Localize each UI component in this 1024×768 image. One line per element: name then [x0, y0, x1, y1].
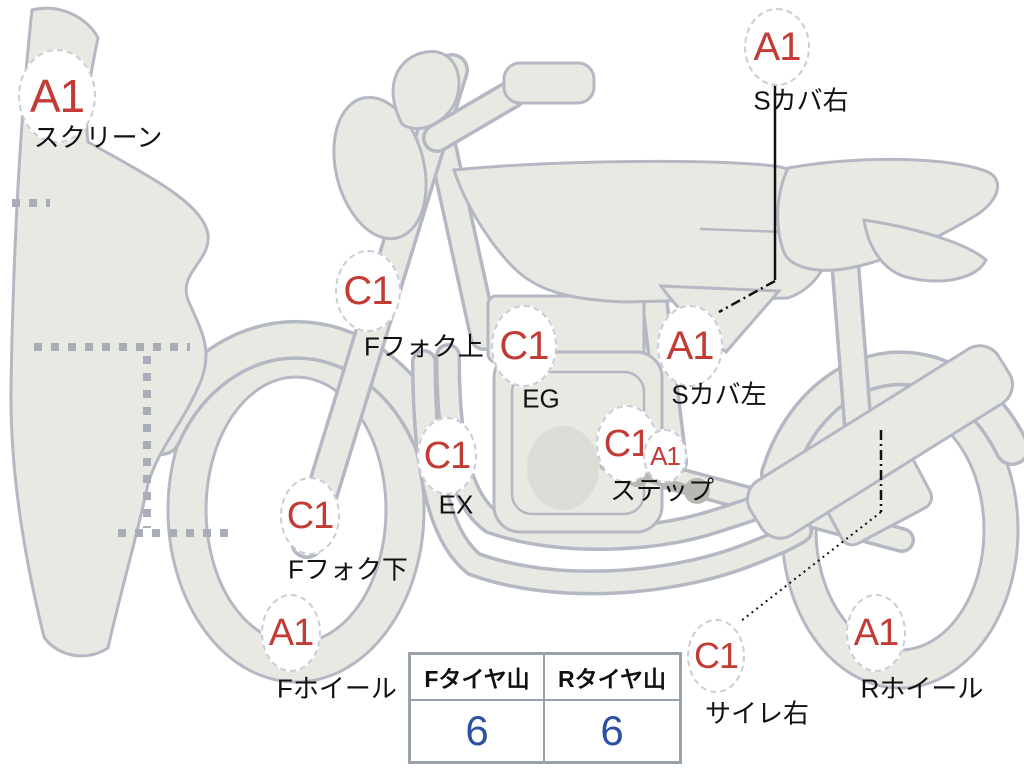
- part-label-ffork-upper: Fフォク上: [364, 331, 484, 362]
- part-label-silencer-right: サイレ右: [704, 698, 810, 729]
- condition-badge-engine: C1: [491, 305, 557, 387]
- condition-badge-rwheel: A1: [846, 594, 906, 672]
- silencer: [746, 344, 1014, 540]
- rear-tire-tread-value: 6: [600, 707, 624, 754]
- tail-cowl: [862, 218, 988, 283]
- part-label-engine: EG: [522, 383, 560, 414]
- footpeg: [684, 478, 710, 504]
- handlebar-grip: [502, 61, 596, 105]
- part-label-scover-right: Sカバ右: [753, 85, 849, 116]
- condition-code: C1: [423, 435, 472, 477]
- condition-badge-scover-left: A1: [657, 305, 723, 387]
- part-label-screen: スクリーン: [33, 122, 163, 153]
- rear-tire-tread-header: Rタイヤ山: [545, 655, 679, 701]
- part-label-ffork-lower: Fフォク下: [288, 554, 408, 585]
- condition-badge-fwheel: A1: [261, 594, 321, 672]
- condition-code: C1: [693, 635, 739, 676]
- condition-code: A1: [753, 25, 802, 69]
- condition-code: A1: [29, 70, 85, 122]
- windscreen: [9, 6, 210, 658]
- part-label-step: ステップ: [609, 475, 715, 506]
- crankcase-cover: [527, 426, 599, 510]
- condition-code: A1: [268, 612, 314, 654]
- front-tire-tread-header: Fタイヤ山: [411, 655, 545, 701]
- part-label-scover-left: Sカバ左: [671, 379, 767, 410]
- condition-badge-silencer-right: C1: [687, 619, 745, 693]
- part-label-exhaust: EX: [438, 489, 474, 520]
- condition-code: C1: [286, 495, 335, 537]
- condition-code: C1: [343, 269, 393, 313]
- condition-badge-ffork-upper: C1: [335, 250, 401, 332]
- condition-badge-screen: A1: [18, 49, 96, 143]
- condition-code: A1: [650, 441, 681, 471]
- part-label-rwheel: Rホイール: [860, 673, 984, 704]
- condition-badge-exhaust: C1: [417, 417, 477, 495]
- condition-badge-ffork-lower: C1: [280, 477, 340, 555]
- headlight: [332, 95, 428, 241]
- front-tire-tread-value: 6: [411, 701, 545, 761]
- condition-badge-scover-right: A1: [744, 8, 810, 86]
- part-label-fwheel: Fホイール: [277, 673, 397, 704]
- condition-code: A1: [666, 324, 715, 368]
- condition-badge-step-secondary: A1: [643, 429, 687, 483]
- tire-tread-table: Fタイヤ山 Rタイヤ山 6 6: [408, 652, 682, 764]
- condition-code: A1: [853, 612, 899, 654]
- condition-code: C1: [499, 324, 549, 368]
